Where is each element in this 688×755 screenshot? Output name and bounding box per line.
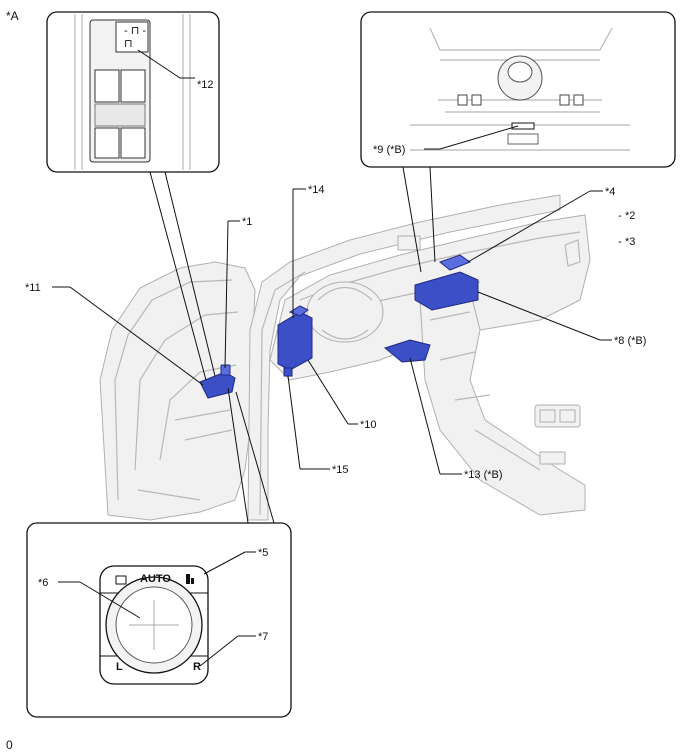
footer-code: 0 — [6, 738, 13, 752]
callout-14: *14 — [308, 184, 325, 196]
callout-leaders — [52, 49, 612, 667]
svg-text:⊓: ⊓ — [124, 38, 133, 50]
callout-4: *4 — [605, 186, 615, 198]
callout-5: *5 — [258, 547, 268, 559]
svg-text:- ⊓ -: - ⊓ - — [124, 25, 146, 37]
callout-6: *6 — [38, 577, 48, 589]
callout-11: *11 — [25, 282, 41, 294]
callout-9: *9 (*B) — [373, 144, 405, 156]
callout-labels: *12 *1 *11 *14 *15 *10 *13 (*B) *9 (*B) … — [25, 79, 646, 643]
callout-13: *13 (*B) — [464, 469, 503, 481]
mirror-left-label: L — [116, 661, 123, 673]
connector-15-part — [283, 367, 293, 377]
callout-7: *7 — [258, 631, 268, 643]
window-switch-inset: - ⊓ - ⊓ — [46, 11, 220, 173]
figure-id: *A — [6, 9, 19, 23]
callout-12: *12 — [197, 79, 214, 91]
module-13-part — [383, 339, 431, 363]
callout-2-dash: - — [618, 210, 622, 222]
highlighted-parts — [199, 254, 479, 399]
mirror-right-label: R — [193, 661, 201, 673]
callout-2: *2 — [625, 210, 635, 222]
callout-15: *15 — [332, 464, 349, 476]
mirror-auto-label: AUTO — [140, 573, 171, 585]
ac-control-part — [414, 271, 479, 311]
mirror-switch-inset: AUTO L R — [26, 522, 292, 718]
callout-1: *1 — [242, 216, 252, 228]
callout-3-dash: - — [618, 236, 622, 248]
callout-3: *3 — [625, 236, 635, 248]
ac-panel-inset — [360, 11, 676, 168]
callout-8: *8 (*B) — [614, 335, 646, 347]
panel-4-part — [438, 254, 472, 271]
callout-10: *10 — [360, 419, 377, 431]
